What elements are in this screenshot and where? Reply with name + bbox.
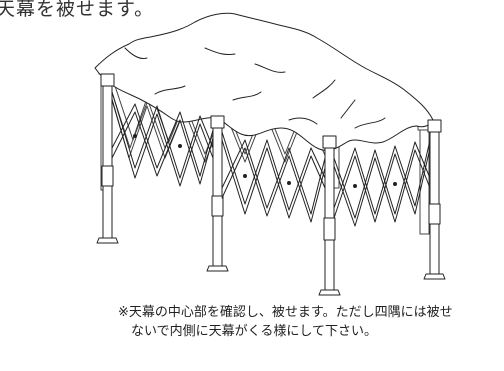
canopy-tent-illustration (94, 12, 446, 296)
front-frame (96, 73, 446, 296)
canopy-cover (94, 12, 434, 151)
caption-line-1: ※天幕の中心部を確認し、被せます。ただし四隅には被せ (118, 305, 453, 320)
instruction-caption: ※天幕の中心部を確認し、被せます。ただし四隅には被せ ないで内側に天幕がくる様に… (118, 303, 453, 341)
step-heading: 天幕を被せます。 (0, 0, 155, 20)
caption-line-2: ないで内側に天幕がくる様にして下さい。 (131, 324, 377, 339)
